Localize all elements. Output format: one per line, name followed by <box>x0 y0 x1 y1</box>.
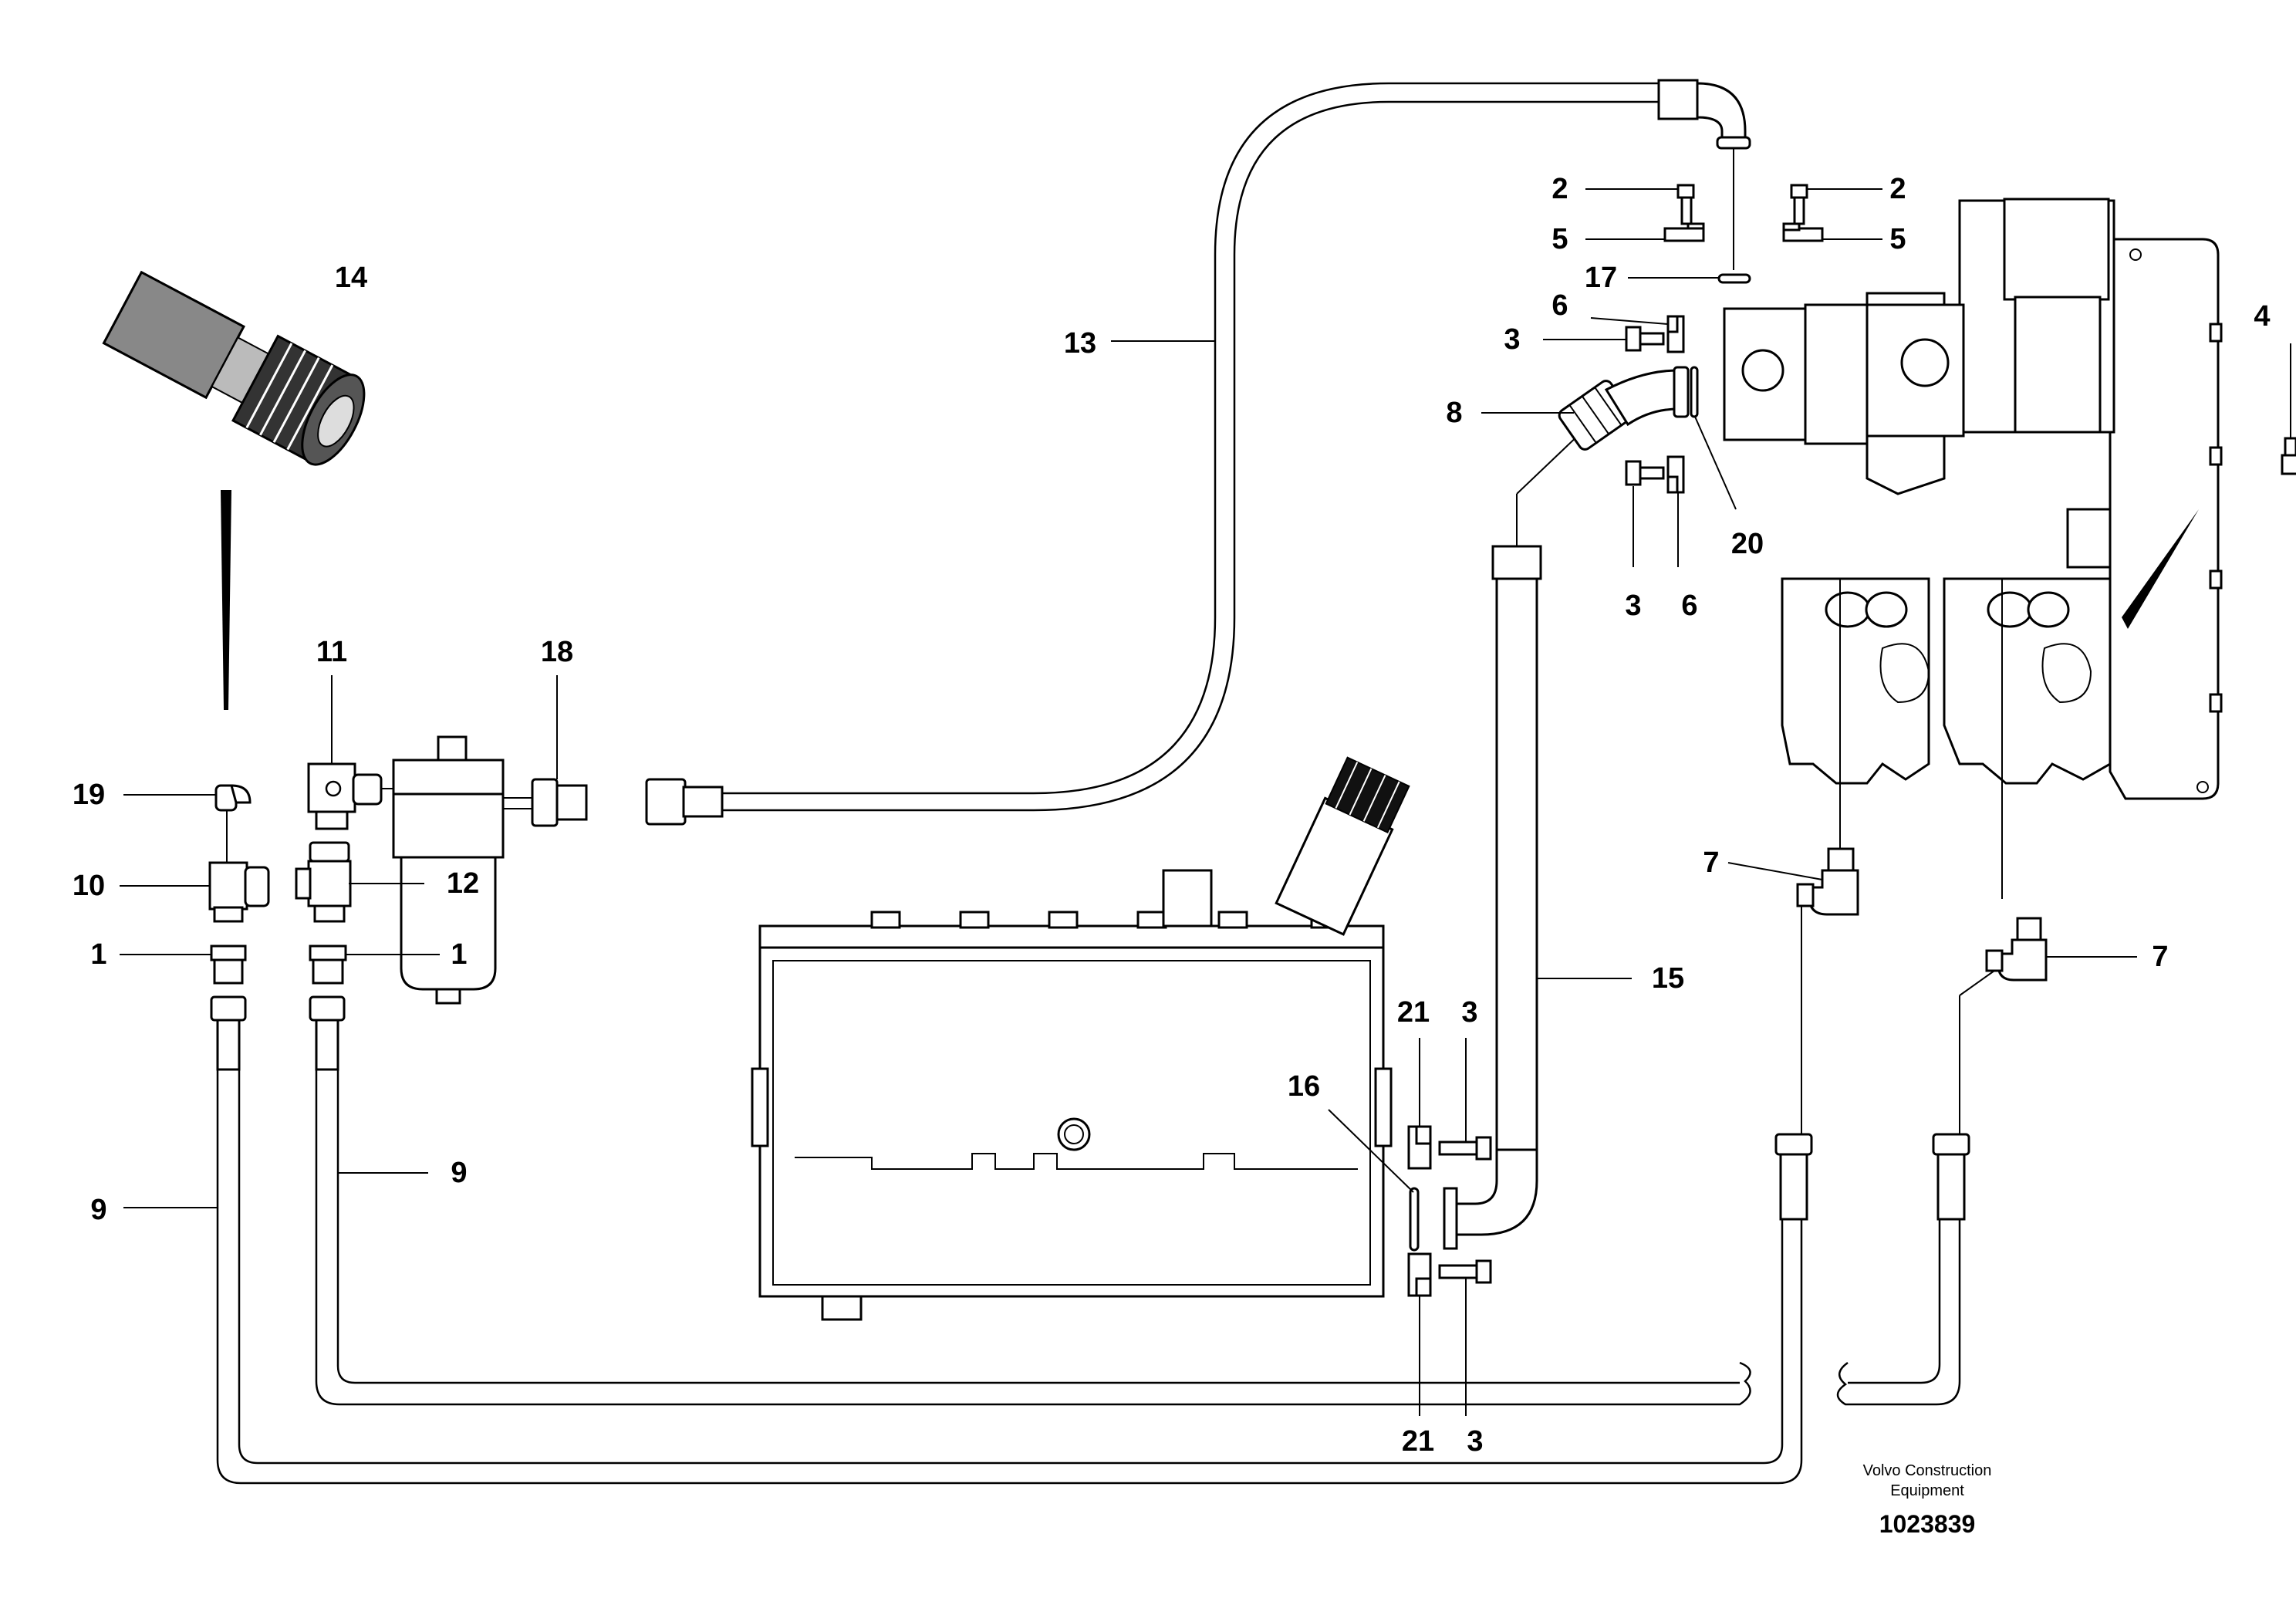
callout-10: 10 <box>73 870 105 902</box>
callout-3-tank-lower: 3 <box>1467 1425 1483 1458</box>
callout-5-left: 5 <box>1551 223 1568 255</box>
leader-lines <box>120 188 2291 1416</box>
hydraulic-tank <box>751 756 1410 1321</box>
plug-4 <box>2281 437 2296 475</box>
callout-17: 17 <box>1585 262 1617 294</box>
fitting-19 <box>214 784 252 864</box>
adapter-18 <box>531 778 588 827</box>
callout-9-outer: 9 <box>90 1194 106 1226</box>
callout-3-tank-upper: 3 <box>1461 996 1477 1029</box>
elbow-7-right <box>1985 917 2048 982</box>
callout-1-right: 1 <box>451 938 467 971</box>
clamp-21-upper <box>1407 1125 1432 1170</box>
clamp-5-left <box>1663 222 1705 242</box>
hose-right-pump <box>1932 970 1995 1221</box>
callout-15: 15 <box>1652 962 1684 995</box>
callout-11: 11 <box>316 636 347 668</box>
callout-3-inlet-upper: 3 <box>1504 323 1520 356</box>
footer: Volvo Construction Equipment 1023839 <box>1863 1462 1992 1538</box>
fitting-1-right <box>309 944 347 985</box>
pump-assembly <box>1723 198 2223 899</box>
bolt-3-upper <box>1438 1136 1492 1161</box>
callout-16: 16 <box>1288 1070 1320 1103</box>
callout-3-inlet-lower: 3 <box>1625 590 1641 622</box>
callout-5-right: 5 <box>1889 223 1906 255</box>
company-line-1: Volvo Construction <box>1863 1462 1992 1479</box>
gasket-20 <box>1690 366 1699 418</box>
callout-14: 14 <box>335 262 367 294</box>
bolt-3-inlet-lower <box>1625 460 1665 486</box>
company-line-2: Equipment <box>1890 1482 1964 1499</box>
callout-4: 4 <box>2254 300 2270 333</box>
callout-19: 19 <box>73 779 105 811</box>
callout-8: 8 <box>1446 397 1462 429</box>
callout-6-lower: 6 <box>1681 590 1697 622</box>
callout-labels: 1 1 2 2 3 3 3 3 4 5 5 6 6 7 7 8 9 9 10 1… <box>73 173 2271 1458</box>
drawing-number: 1023839 <box>1879 1510 1976 1538</box>
bolt-2-left <box>1676 184 1695 225</box>
callout-7-left: 7 <box>1703 846 1719 879</box>
callout-9-inner: 9 <box>451 1157 467 1189</box>
callout-6-upper: 6 <box>1551 289 1568 322</box>
o-ring-17 <box>1717 273 1751 284</box>
gasket-16 <box>1409 1187 1420 1252</box>
suction-pipe-15 <box>1443 431 1582 1250</box>
callout-1-left: 1 <box>90 938 106 971</box>
callout-2-right: 2 <box>1889 173 1906 205</box>
quick-coupling-14 <box>102 270 366 710</box>
callout-21-upper: 21 <box>1397 996 1430 1029</box>
hose-left-pump <box>1774 906 1813 1221</box>
clamp-6-upper <box>1666 315 1685 353</box>
fitting-10 <box>208 861 270 923</box>
callout-7-right: 7 <box>2152 941 2168 973</box>
hose-9-inner <box>309 995 1961 1406</box>
bolt-3-lower <box>1438 1259 1492 1284</box>
fitting-12 <box>295 841 352 923</box>
callout-12: 12 <box>447 867 479 900</box>
elbow-8 <box>1558 366 1690 451</box>
callout-2-left: 2 <box>1551 173 1568 205</box>
elbow-7-left <box>1796 847 1859 916</box>
callout-18: 18 <box>541 636 573 668</box>
callout-13: 13 <box>1064 327 1096 360</box>
clamp-5-right <box>1782 222 1824 242</box>
bolt-3-inlet-upper <box>1625 326 1665 352</box>
callout-21-lower: 21 <box>1402 1425 1434 1458</box>
bolt-2-right <box>1790 184 1808 225</box>
fitting-1-left <box>210 944 247 985</box>
hose-13 <box>645 79 1751 826</box>
clamp-21-lower <box>1407 1252 1432 1297</box>
clamp-6-lower <box>1666 455 1685 494</box>
hose-9-outer <box>210 995 1803 1485</box>
callout-20: 20 <box>1731 528 1764 560</box>
filter-housing <box>381 735 532 1005</box>
fitting-11 <box>307 762 383 830</box>
